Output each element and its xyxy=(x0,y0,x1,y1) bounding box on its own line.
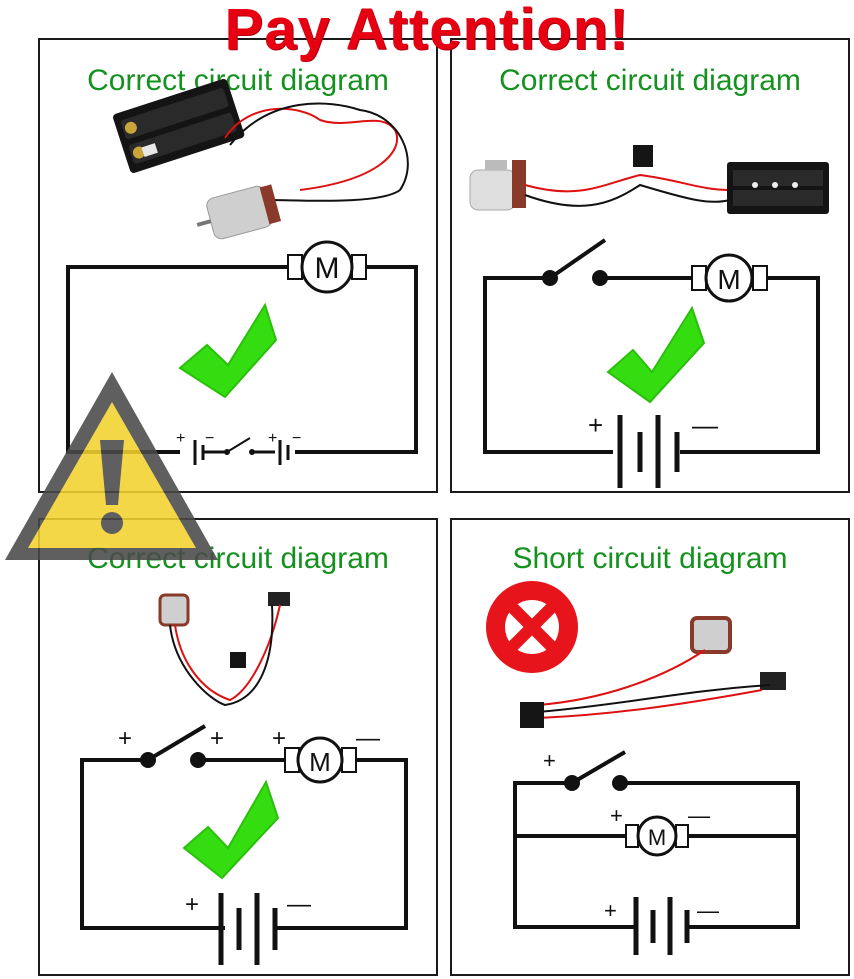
motor-label: M xyxy=(309,747,331,777)
warning-triangle-icon xyxy=(5,372,218,560)
motor-label: M xyxy=(648,825,666,850)
checkmark-icon xyxy=(178,302,278,399)
minus-label: — xyxy=(356,725,380,752)
plus-label: + xyxy=(272,725,286,752)
plus-label: + xyxy=(176,430,185,447)
plus-label: + xyxy=(185,891,199,918)
minus-label: — xyxy=(688,803,710,828)
panel-title: Correct circuit diagram xyxy=(499,64,801,97)
component-photo xyxy=(158,592,290,707)
plus-label: + xyxy=(210,725,224,752)
minus-label: − xyxy=(205,430,214,447)
component-photo xyxy=(469,145,829,214)
circuit-schematic xyxy=(80,724,408,965)
motor-label: M xyxy=(717,264,740,295)
plus-label: + xyxy=(610,803,623,828)
minus-label: — xyxy=(287,891,311,918)
plus-label: + xyxy=(604,898,617,923)
plus-label: + xyxy=(588,410,603,440)
page-title: Pay Attention! xyxy=(224,0,630,62)
minus-label: — xyxy=(692,410,718,440)
plus-label: + xyxy=(118,725,132,752)
component-photo xyxy=(520,616,786,728)
minus-label: — xyxy=(697,898,719,923)
circuit-schematic xyxy=(513,750,800,955)
component-photo xyxy=(113,78,409,240)
plus-label: + xyxy=(268,430,277,447)
checkmark-icon xyxy=(182,779,280,880)
plus-label: + xyxy=(543,748,556,773)
motor-label: M xyxy=(315,252,340,285)
panel-title: Correct circuit diagram xyxy=(87,64,389,97)
minus-label: − xyxy=(292,430,301,447)
x-circle-icon xyxy=(486,581,578,673)
panel-top-right: Correct circuit diagram xyxy=(450,38,850,493)
panel-title: Short circuit diagram xyxy=(512,542,788,575)
panel-bottom-left: Correct circuit diagram xyxy=(38,518,438,976)
checkmark-icon xyxy=(606,305,706,404)
circuit-schematic xyxy=(483,238,820,488)
